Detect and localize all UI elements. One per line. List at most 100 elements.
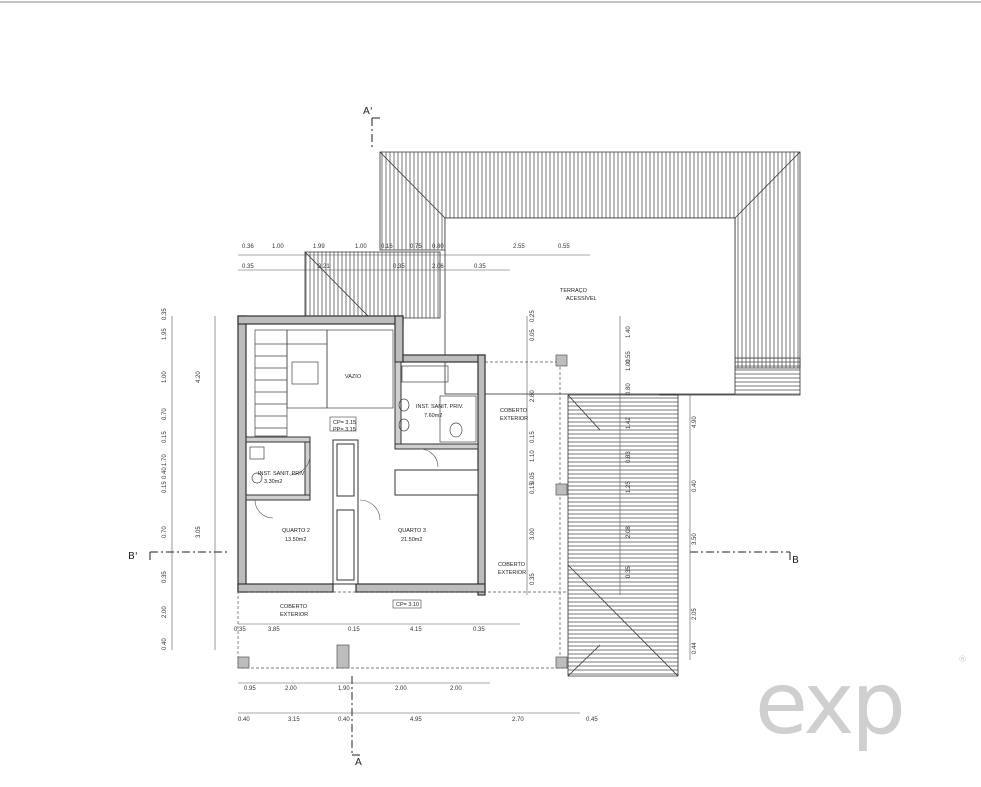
dimension-right_outer-0: 4.90 [692, 416, 698, 428]
covered-exterior-2b: EXTERIOR [498, 570, 526, 576]
dimension-top2-0: 0.35 [242, 264, 254, 270]
wc1-label-2: 7.60m2 [424, 413, 442, 419]
dimension-lines [171, 254, 691, 714]
section-labels: A' A B' B [128, 106, 799, 768]
dimension-mid-2: 2.80 [530, 390, 536, 402]
dimension-top1-8: 0.55 [558, 244, 570, 250]
dimension-mid-7: 3.00 [530, 528, 536, 540]
dimension-right_inner-4: 1.42 [626, 417, 632, 429]
dimension-interior-1: 0.15 [348, 627, 360, 633]
stairs [254, 329, 328, 437]
dimension-bottom2-3: 4.95 [410, 717, 422, 723]
dimension-right_outer-4: 0.44 [692, 642, 698, 654]
dimension-bottom2-1: 3.15 [288, 717, 300, 723]
dimension-top1-1: 1.00 [272, 244, 284, 250]
door-swings [254, 448, 439, 521]
dimension-right_outer-3: 2.05 [692, 608, 698, 620]
terrace [444, 217, 736, 395]
covered-exterior-outline [237, 354, 569, 669]
dimension-top1-4: 0.16 [381, 244, 393, 250]
dimension-bottom1-2: 1.90 [338, 686, 350, 692]
covered-exterior-1a: COBERTO [500, 408, 528, 414]
section-lines [149, 117, 791, 756]
dimension-bottom1-0: 0.95 [244, 686, 256, 692]
dimension-top1-6: 0.80 [432, 244, 444, 250]
interior-walls [245, 361, 479, 585]
dimension-right_inner-5: 0.83 [626, 451, 632, 463]
dimension-mid-5: 0.05 [530, 472, 536, 484]
vazio-label: VAZIO [345, 374, 362, 380]
dimension-left1-5: 1.70 [162, 454, 168, 466]
covered-exterior-3a: COBERTO [280, 604, 308, 610]
dimension-right_inner-1: 1.00 [626, 359, 632, 371]
dimension-mid-3: 0.15 [530, 431, 536, 443]
dimension-interior-3: 0.35 [473, 627, 485, 633]
dimension-bottom1-3: 2.00 [395, 686, 407, 692]
dimension-right_inner-7: 2.08 [626, 526, 632, 538]
dimension-bottom2-0: 0.40 [238, 717, 250, 723]
dimension-bottom1-1: 2.00 [285, 686, 297, 692]
dimension-mid-0: 0.25 [530, 310, 536, 322]
section-a-prime-label: A' [363, 106, 373, 117]
section-b-label: B [792, 555, 799, 566]
dimension-right_inner-0: 1.40 [626, 326, 632, 338]
dimension-right_inner-6: 1.25 [626, 481, 632, 493]
section-b-prime-label: B' [128, 551, 138, 562]
section-a-label: A [355, 757, 362, 768]
wc1-label-1: INST. SANIT. PRIV. [416, 404, 464, 410]
brand-watermark: exp ® [755, 654, 967, 754]
dimension-bottom2-5: 0.45 [586, 717, 598, 723]
terrace-label-2: ACESSÍVEL [566, 295, 597, 302]
dimension-left1-9: 0.35 [162, 571, 168, 583]
dimension-interior-0: 3.85 [268, 627, 280, 633]
void-area [326, 329, 394, 409]
covered-exterior-2a: COBERTO [498, 562, 526, 568]
exp-logo: exp [755, 654, 903, 754]
dimension-left1-7: 0.15 [162, 481, 168, 493]
covered-exterior-1b: EXTERIOR [500, 416, 528, 422]
dimension-left2-0: 4.20 [196, 371, 202, 383]
covered-exterior-3b: EXTERIOR [280, 612, 308, 618]
dimension-mid-4: 1.10 [530, 450, 536, 462]
dimension-mid-1: 0.05 [530, 329, 536, 341]
terrace-label-1: TERRAÇO [560, 288, 588, 294]
dimension-right_outer-1: 0.40 [692, 480, 698, 492]
dimension-bottom1-4: 2.00 [450, 686, 462, 692]
exterior-walls [237, 315, 486, 596]
roof-small-left [304, 251, 441, 319]
wc2-label-2: 3.30m2 [264, 479, 282, 485]
dimension-left1-1: 1.95 [162, 328, 168, 340]
dimension-right_inner-3: 0.80 [626, 383, 632, 395]
room-labels: VAZIO TERRAÇO ACESSÍVEL INST. SANIT. PRI… [258, 288, 597, 618]
dimension-left2-1: 3.05 [196, 526, 202, 538]
dimension-left1-10: 2.00 [162, 606, 168, 618]
wc2-label-1: INST. SANIT. PRIV. [258, 471, 306, 477]
level-marker-exterior: CP= 3.10 [396, 602, 419, 608]
dimension-mid-6: 0.15 [530, 482, 536, 494]
dimension-left1-4: 0.15 [162, 431, 168, 443]
dimension-top2-1: 3.21 [318, 264, 330, 270]
level-marker-pp: PP= 3.15 [333, 427, 356, 433]
registered-mark: ® [958, 655, 967, 665]
dimension-left1-0: 0.35 [162, 308, 168, 320]
dimension-top1-5: 0.75 [410, 244, 422, 250]
dimension-top1-7: 2.55 [513, 244, 525, 250]
quarto2-label-2: 13.50m2 [285, 537, 306, 543]
dimension-left1-3: 0.70 [162, 408, 168, 420]
dimension-mid-8: 0.35 [530, 573, 536, 585]
dimension-right_inner-2: 0.55 [626, 351, 632, 363]
dimension-left1-11: 0.40 [162, 638, 168, 650]
dimension-interior-2: 4.15 [410, 627, 422, 633]
dimension-values: 0.36 1.00 1.99 1.00 0.16 0.75 0.80 2.55 0.55 0.35… [162, 244, 698, 723]
dimension-left1-6: 0.40 [162, 467, 168, 479]
level-marker-cp: CP= 3.15 [333, 420, 356, 426]
dimension-right_inner-8: 0.35 [626, 566, 632, 578]
dimension-top1-0: 0.36 [242, 244, 254, 250]
dimension-top1-2: 1.99 [313, 244, 325, 250]
dimension-left1-8: 0.70 [162, 526, 168, 538]
dimension-top2-4: 0.35 [474, 264, 486, 270]
quarto2-label-1: QUARTO 2 [282, 528, 310, 534]
dimension-right_outer-2: 3.50 [692, 533, 698, 545]
level-markers: CP= 3.15 PP= 3.15 CP= 3.10 [329, 416, 422, 609]
